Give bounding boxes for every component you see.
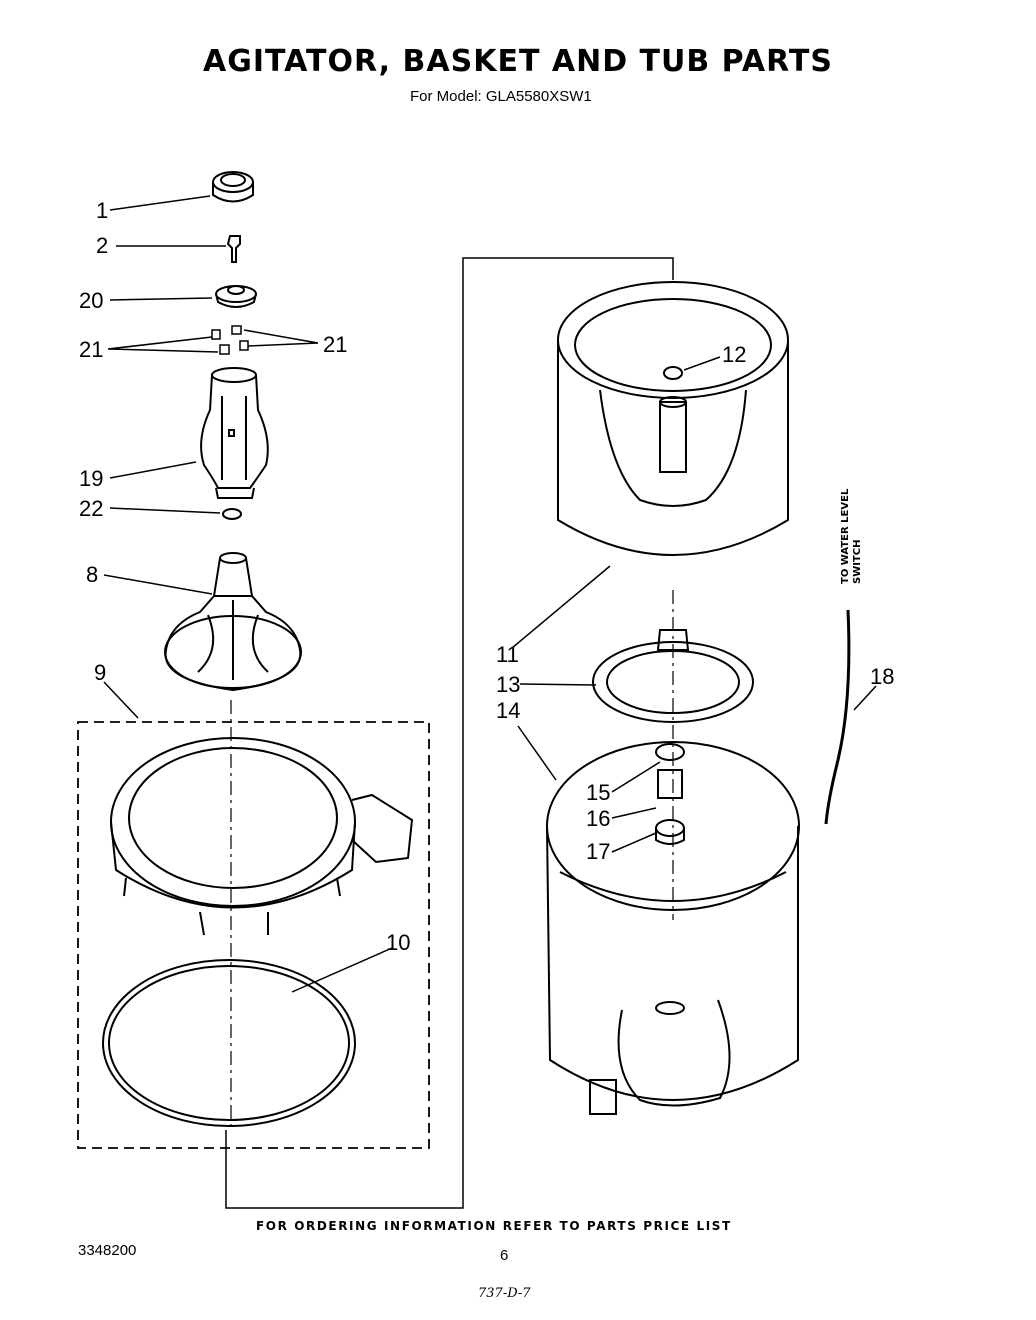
callout-10: 10 [386, 930, 410, 955]
drive-cam [215, 285, 257, 308]
wash-basket [557, 281, 789, 556]
basket-hub [592, 629, 754, 723]
callout-2: 2 [96, 233, 108, 258]
basket-drive-nut [663, 366, 683, 380]
callout-12: 12 [722, 342, 746, 367]
callout-17: 17 [586, 839, 610, 864]
tub-ring [110, 737, 414, 936]
callout-15: 15 [586, 780, 610, 805]
handwritten-code: 737-D-7 [478, 1286, 531, 1301]
document-number: 3348200 [78, 1242, 137, 1259]
callout-16: 16 [586, 806, 610, 831]
water-level-line2: SWITCH [852, 540, 863, 584]
callout-13: 13 [496, 672, 520, 697]
water-level-hose [824, 609, 851, 825]
callout-11: 11 [496, 642, 519, 667]
callout-1: 1 [96, 198, 108, 223]
water-level-annotation: TO WATER LEVEL SWITCH [840, 488, 863, 584]
spin-tube-seal [657, 769, 683, 799]
callout-8: 8 [86, 562, 98, 587]
callout-18: 18 [870, 664, 894, 689]
callout-19: 19 [79, 466, 103, 491]
water-level-line1: TO WATER LEVEL [840, 488, 851, 584]
agitator-base [164, 552, 302, 692]
page-number: 6 [500, 1247, 509, 1264]
seal-ring [222, 508, 242, 520]
ordering-note: FOR ORDERING INFORMATION REFER TO PARTS … [256, 1219, 732, 1233]
callout-9: 9 [94, 660, 106, 685]
leader-lines [103, 195, 877, 993]
agitator-barrel [200, 367, 269, 499]
tub-gasket [102, 959, 356, 1127]
routing-line [225, 257, 674, 1209]
tub-bearing [655, 819, 685, 845]
callout-21-left: 21 [79, 337, 103, 362]
callout-21-right: 21 [323, 332, 347, 357]
model-subtitle: For Model: GLA5580XSW1 [410, 88, 592, 105]
agitator-cap [212, 171, 254, 203]
snap-ring [655, 743, 685, 761]
assembly-group-box [77, 721, 430, 1149]
agitator-bolt [226, 235, 241, 263]
callout-20: 20 [79, 288, 103, 313]
cam-dogs [211, 325, 249, 355]
outer-tub [546, 741, 800, 1115]
page-title: AGITATOR, BASKET AND TUB PARTS [203, 44, 833, 79]
callout-22: 22 [79, 496, 103, 521]
callout-14: 14 [496, 698, 520, 723]
